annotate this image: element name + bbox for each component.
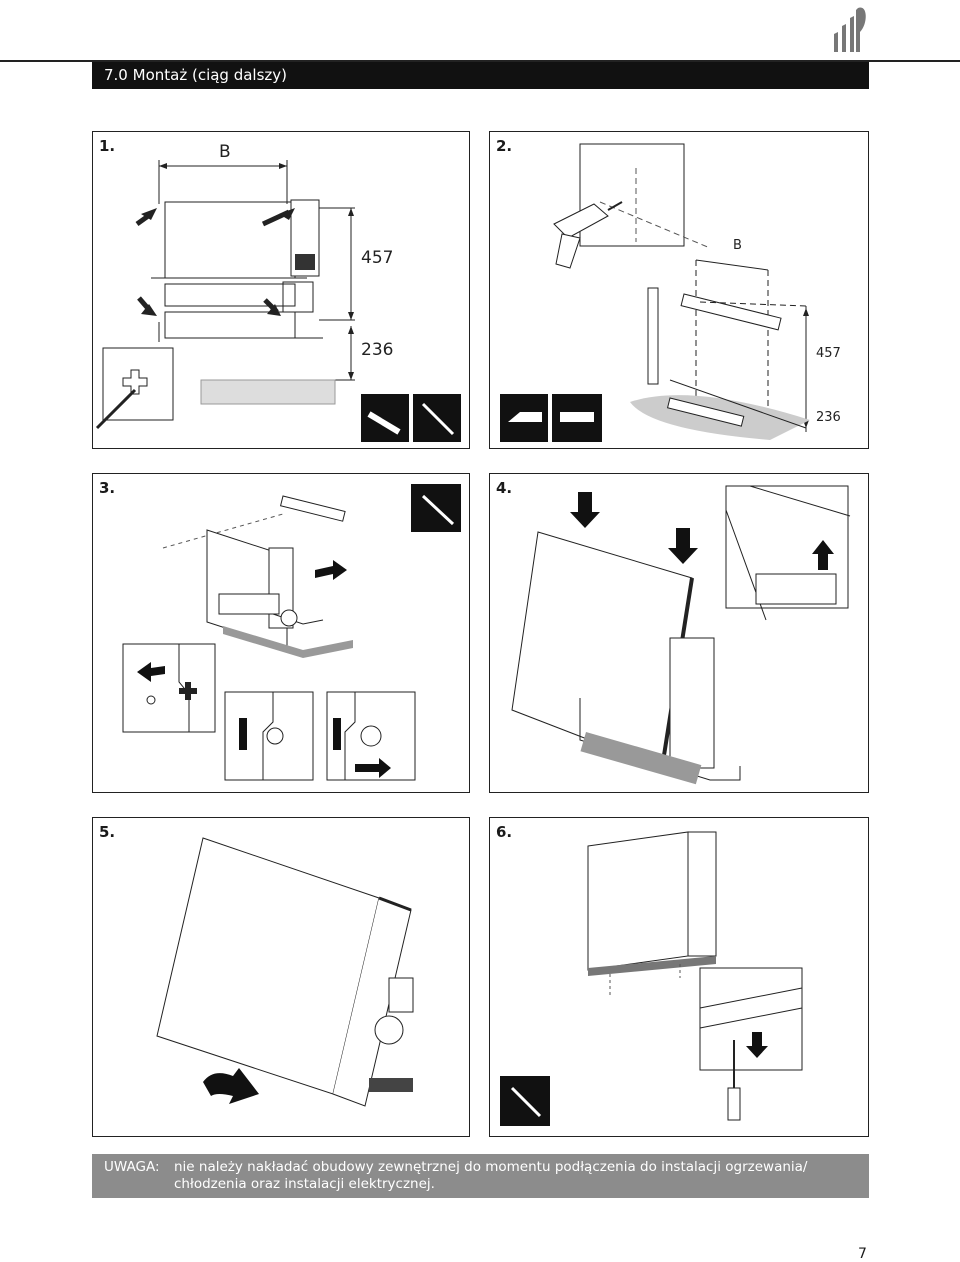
double-arrow-icon xyxy=(355,758,391,778)
step-5-panel: 5. xyxy=(92,817,470,1137)
step-number: 5. xyxy=(99,823,116,841)
step-number: 6. xyxy=(496,823,513,841)
dim-width-label: B xyxy=(219,142,231,162)
step-number: 4. xyxy=(496,479,513,497)
section-title: 7.0 Montaż (ciąg dalszy) xyxy=(92,62,869,89)
step-3-panel: 3. xyxy=(92,473,470,793)
dim-height-bottom-label: 236 xyxy=(816,410,841,425)
note-label: UWAGA: xyxy=(104,1159,160,1175)
note-line-2: chłodzenia oraz instalacji elektrycznej. xyxy=(174,1176,435,1192)
dim-width-label: B xyxy=(733,238,742,253)
drill-icon xyxy=(553,201,623,269)
step-number: 1. xyxy=(99,137,116,155)
step-4-panel: 4. xyxy=(489,473,869,793)
step-2-panel: 2. B 457 236 xyxy=(489,131,869,449)
step-number: 2. xyxy=(496,137,513,155)
header-rule xyxy=(0,60,960,62)
note-line-1: nie należy nakładać obudowy zewnętrznej … xyxy=(174,1159,808,1175)
dim-height-top-label: 457 xyxy=(361,248,394,268)
page-number: 7 xyxy=(858,1246,867,1262)
step-6-panel: 6. xyxy=(489,817,869,1137)
warning-note: UWAGA: nie należy nakładać obudowy zewnęt… xyxy=(92,1154,869,1198)
rotate-arrow-icon xyxy=(203,1068,259,1104)
dim-height-bottom-label: 236 xyxy=(361,340,394,360)
brand-logo-icon xyxy=(834,7,866,52)
arrow-down-icon xyxy=(570,492,600,528)
spirit-level-icon xyxy=(560,412,594,422)
step-1-panel: 1. xyxy=(92,131,470,449)
dim-height-top-label: 457 xyxy=(816,346,841,361)
arrow-up-icon xyxy=(812,540,834,570)
step-number: 3. xyxy=(99,479,116,497)
